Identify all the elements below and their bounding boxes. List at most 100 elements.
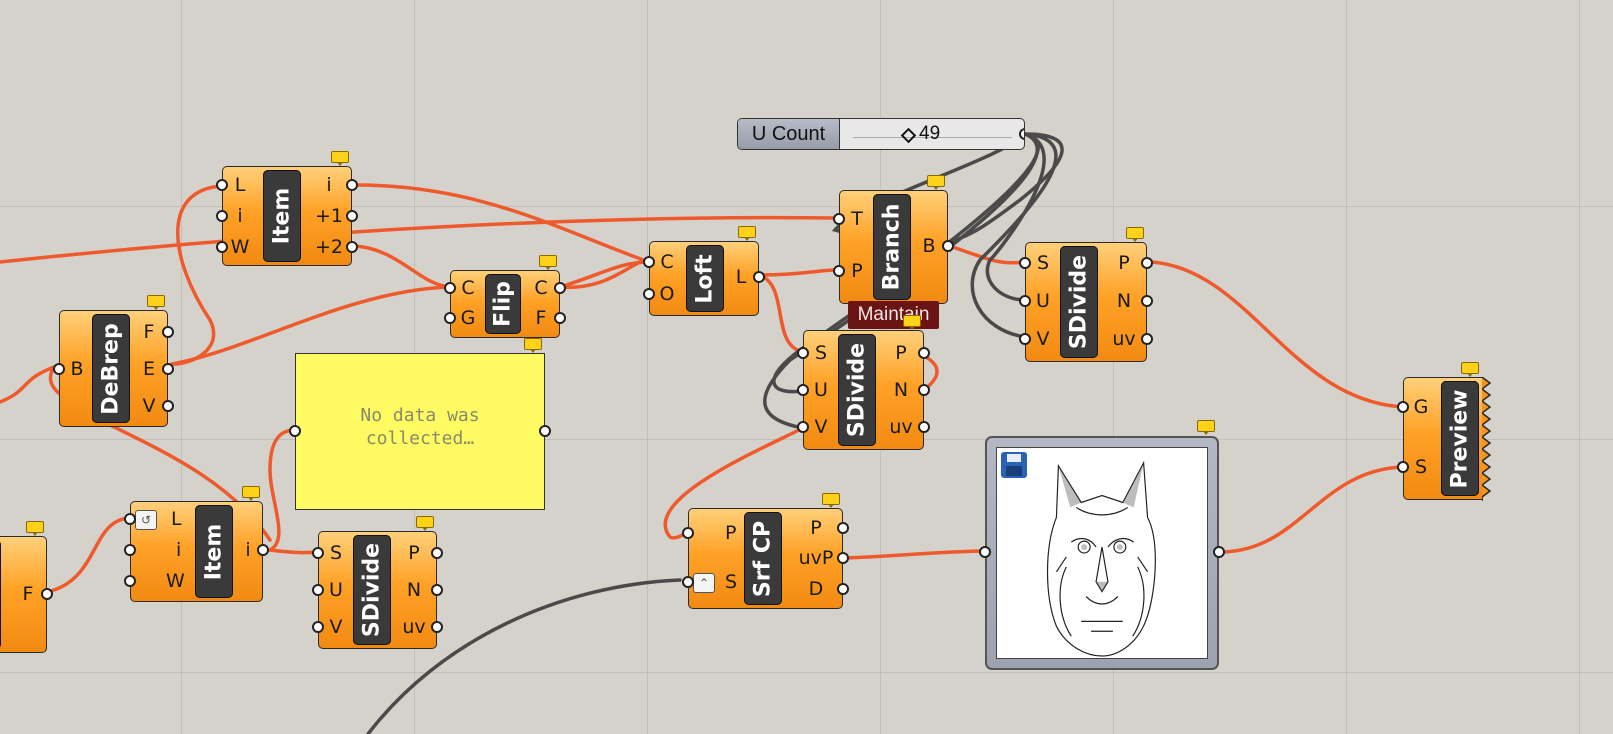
output-port-f[interactable]: F bbox=[10, 582, 53, 606]
port-grip[interactable] bbox=[1397, 401, 1409, 413]
output-port-b[interactable]: B bbox=[911, 234, 954, 258]
port-grip[interactable] bbox=[346, 179, 358, 191]
output-port-p[interactable]: P bbox=[392, 541, 443, 565]
preview-component[interactable]: G S Preview bbox=[1397, 362, 1491, 501]
input-port-s[interactable]: S bbox=[312, 541, 353, 565]
output-port-l[interactable]: L bbox=[724, 265, 765, 289]
srfcp-component[interactable]: ⌃ P S Srf CP P uvP D bbox=[682, 493, 849, 609]
port-grip[interactable] bbox=[216, 179, 228, 191]
port-grip[interactable] bbox=[216, 241, 228, 253]
item-component[interactable]: ↺ L i W Item i bbox=[124, 486, 269, 602]
sdivide-component[interactable]: S U V SDivide P N uv bbox=[1019, 227, 1153, 362]
input-port-g[interactable]: G bbox=[1397, 395, 1438, 419]
output-port-p[interactable]: P bbox=[879, 341, 930, 365]
port-grip[interactable] bbox=[682, 527, 694, 539]
port-grip[interactable] bbox=[643, 288, 655, 300]
input-port-i[interactable]: i bbox=[216, 204, 257, 228]
output-port-f[interactable]: F bbox=[523, 306, 566, 330]
port-grip[interactable] bbox=[833, 265, 845, 277]
port-grip[interactable] bbox=[554, 282, 566, 294]
flip-component[interactable]: C G Flip C F bbox=[444, 255, 566, 338]
input-port-s[interactable]: S bbox=[1397, 455, 1438, 479]
output-grip[interactable] bbox=[539, 425, 551, 437]
output-port-p[interactable]: P bbox=[790, 516, 849, 540]
port-grip[interactable] bbox=[53, 363, 65, 375]
port-grip[interactable] bbox=[444, 282, 456, 294]
output-port-uv[interactable]: uv bbox=[879, 415, 930, 439]
input-port-u[interactable]: U bbox=[1019, 289, 1060, 313]
port-grip[interactable] bbox=[1019, 333, 1031, 345]
output-port-e[interactable]: E bbox=[131, 357, 174, 381]
port-grip[interactable] bbox=[918, 384, 930, 396]
port-grip[interactable] bbox=[1141, 333, 1153, 345]
port-grip[interactable] bbox=[124, 544, 136, 556]
port-grip[interactable] bbox=[346, 241, 358, 253]
partial-component[interactable]: F bbox=[0, 521, 53, 653]
port-grip[interactable] bbox=[682, 576, 694, 588]
port-grip[interactable] bbox=[312, 547, 324, 559]
input-port-v[interactable]: V bbox=[1019, 327, 1060, 351]
port-grip[interactable] bbox=[124, 513, 136, 525]
output-port-f[interactable]: F bbox=[131, 320, 174, 344]
input-port-w[interactable]: W bbox=[124, 569, 229, 593]
input-port-w[interactable]: W bbox=[216, 235, 257, 259]
port-grip[interactable] bbox=[837, 522, 849, 534]
port-grip[interactable] bbox=[431, 584, 443, 596]
port-grip[interactable] bbox=[41, 588, 53, 600]
port-grip[interactable] bbox=[162, 400, 174, 412]
port-grip[interactable] bbox=[1141, 295, 1153, 307]
output-port-n[interactable]: N bbox=[879, 378, 930, 402]
port-grip[interactable] bbox=[942, 240, 954, 252]
input-port-l[interactable]: L bbox=[216, 173, 257, 197]
input-port-s[interactable]: S bbox=[682, 570, 775, 594]
port-grip[interactable] bbox=[162, 326, 174, 338]
port-grip[interactable] bbox=[918, 347, 930, 359]
loft-component[interactable]: C O Loft L bbox=[643, 226, 765, 316]
port-grip[interactable] bbox=[797, 384, 809, 396]
output-port-uv[interactable]: uv bbox=[392, 615, 443, 639]
port-grip[interactable] bbox=[554, 312, 566, 324]
image-viewer-component[interactable] bbox=[979, 420, 1225, 670]
port-grip[interactable] bbox=[346, 210, 358, 222]
input-grip[interactable] bbox=[289, 425, 301, 437]
port-grip[interactable] bbox=[124, 575, 136, 587]
input-port-i[interactable]: i bbox=[124, 538, 229, 562]
port-grip[interactable] bbox=[431, 621, 443, 633]
port-grip[interactable] bbox=[753, 271, 765, 283]
input-port-c[interactable]: C bbox=[643, 250, 684, 274]
save-icon[interactable] bbox=[1001, 452, 1027, 478]
output-port-v[interactable]: V bbox=[131, 394, 174, 418]
sdivide-component[interactable]: S U V SDivide P N uv bbox=[797, 315, 930, 450]
input-grip[interactable] bbox=[979, 546, 991, 558]
port-grip[interactable] bbox=[833, 213, 845, 225]
panel-component[interactable]: No data was collected… bbox=[289, 338, 551, 510]
port-grip[interactable] bbox=[1141, 257, 1153, 269]
input-port-o[interactable]: O bbox=[643, 282, 684, 306]
input-port-v[interactable]: V bbox=[797, 415, 838, 439]
output-port-n[interactable]: N bbox=[1102, 289, 1153, 313]
input-port-b[interactable]: B bbox=[53, 357, 94, 381]
port-grip[interactable] bbox=[162, 363, 174, 375]
port-grip[interactable] bbox=[257, 544, 269, 556]
slider-track[interactable] bbox=[853, 129, 1012, 138]
input-port-t[interactable]: T bbox=[833, 207, 874, 231]
input-port-u[interactable]: U bbox=[797, 378, 838, 402]
input-port-v[interactable]: V bbox=[312, 615, 353, 639]
port-grip[interactable] bbox=[643, 256, 655, 268]
output-port-plus1[interactable]: +1 bbox=[307, 204, 358, 228]
port-grip[interactable] bbox=[312, 621, 324, 633]
output-port-uvp[interactable]: uvP bbox=[790, 546, 849, 570]
port-grip[interactable] bbox=[444, 312, 456, 324]
port-grip[interactable] bbox=[312, 584, 324, 596]
output-port-c[interactable]: C bbox=[523, 276, 566, 300]
input-port-c[interactable]: C bbox=[444, 276, 485, 300]
port-grip[interactable] bbox=[1019, 295, 1031, 307]
output-port-i[interactable]: i bbox=[307, 173, 358, 197]
input-port-s[interactable]: S bbox=[1019, 251, 1060, 275]
input-port-u[interactable]: U bbox=[312, 578, 353, 602]
item-component[interactable]: L i W Item i +1 +2 bbox=[216, 151, 358, 266]
output-port-d[interactable]: D bbox=[790, 577, 849, 601]
port-grip[interactable] bbox=[1019, 257, 1031, 269]
u-count-slider[interactable]: U Count 49 bbox=[737, 118, 1025, 150]
port-grip[interactable] bbox=[1397, 461, 1409, 473]
